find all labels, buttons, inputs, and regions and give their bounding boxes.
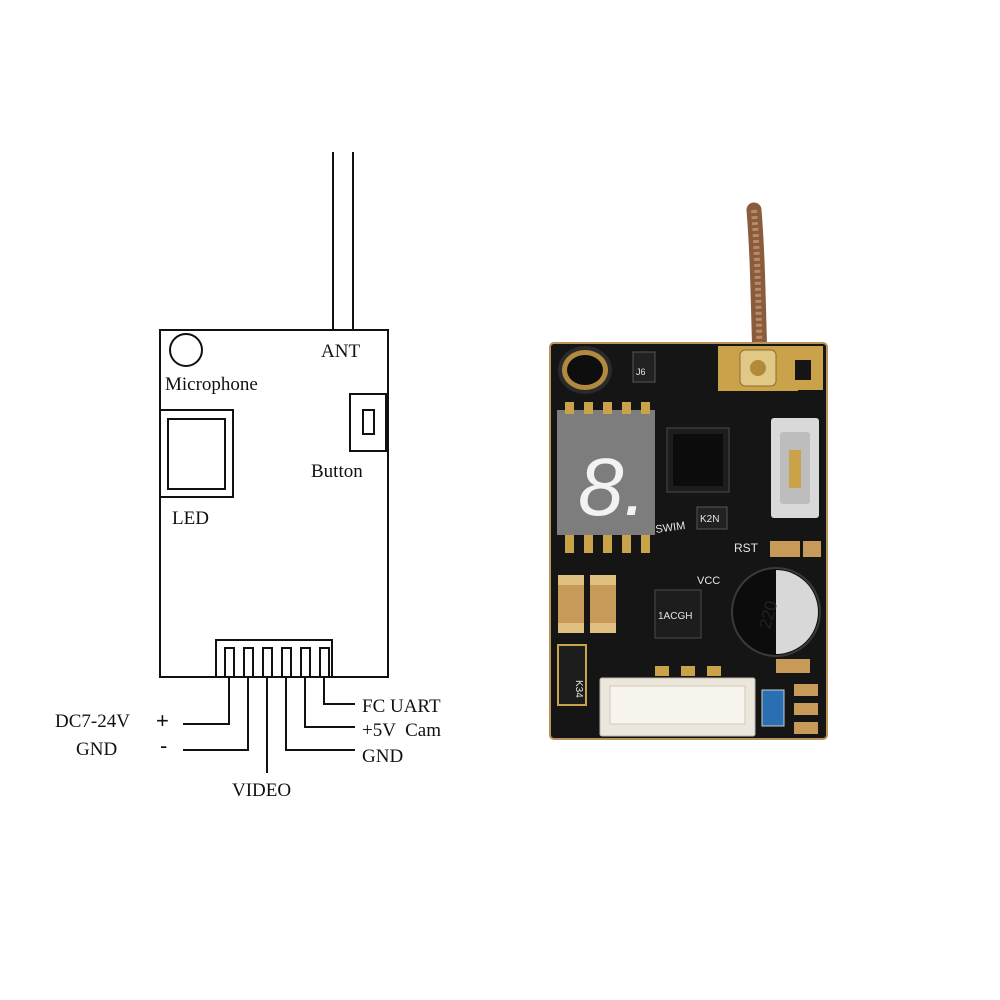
chip-d-label: J6 [636, 367, 646, 377]
pcb-microphone-icon [558, 346, 612, 394]
gnd-right-label: GND [362, 746, 403, 767]
video-label: VIDEO [232, 780, 291, 801]
wiring-diagram: ANT Microphone Button LED FC UART +5V Ca… [55, 152, 441, 801]
rst-label: RST [734, 541, 759, 555]
swim-label: SWIM [655, 520, 686, 536]
dc-in-label: DC7-24V [55, 711, 130, 732]
led-label: LED [172, 508, 209, 529]
ic-chip-icon [666, 427, 730, 493]
jst-connector-icon [599, 677, 756, 737]
microphone-icon [169, 333, 203, 367]
fc-uart-label: FC UART [362, 696, 441, 717]
vcc-label: VCC [697, 575, 720, 587]
capacitor-icon [558, 575, 616, 633]
regulator-chip-icon: 1ACGH [654, 589, 702, 639]
pin-header [215, 639, 333, 678]
chip-b-label: K34 [573, 680, 584, 698]
antenna-lead [332, 152, 354, 331]
ufl-connector-icon [718, 346, 798, 391]
chip-a-label: K2N [700, 514, 719, 525]
reset-button-icon [771, 418, 819, 518]
blue-component-icon [761, 689, 785, 727]
pcb-illustration: J6 8. [549, 202, 828, 740]
led-icon [159, 409, 234, 498]
display-digit: 8. [578, 442, 646, 533]
diode-chip-icon: K34 [557, 644, 587, 706]
gnd-left-label: GND [76, 739, 117, 760]
microphone-label: Microphone [165, 374, 258, 395]
pin-leader-lines [183, 677, 355, 773]
seven-segment-display: 8. [557, 402, 655, 553]
minus-sign: - [160, 733, 167, 758]
antenna-cable [746, 202, 768, 368]
antenna-label: ANT [321, 341, 360, 362]
chip-c-label: 1ACGH [658, 611, 692, 622]
button-label: Button [311, 461, 363, 482]
button-icon [349, 393, 387, 452]
cam-5v-label: +5V Cam [362, 720, 441, 741]
plus-sign: + [156, 708, 169, 733]
inductor-icon: 220 [731, 567, 821, 657]
gold-pad-icon [787, 346, 823, 390]
